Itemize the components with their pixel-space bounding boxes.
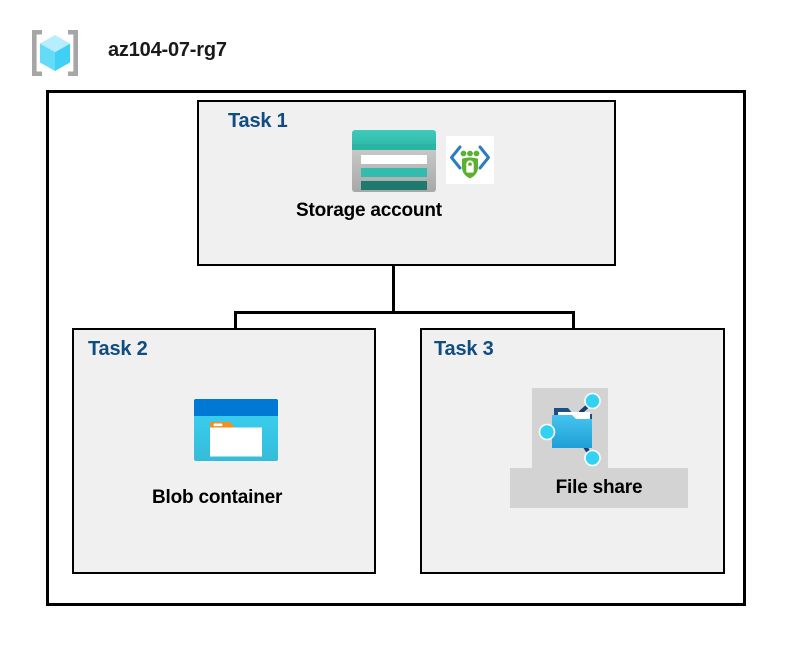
resource-group-header: az104-07-rg7 (28, 26, 368, 82)
file-share-icon (534, 390, 606, 468)
connector-storage-stem (392, 230, 395, 314)
storage-account-icon (350, 126, 438, 194)
blob-container-caption: Blob container (152, 487, 283, 508)
secure-endpoint-shield-icon (446, 136, 494, 184)
task-1-label: Task 1 (228, 110, 288, 132)
task-3-label: Task 3 (434, 338, 494, 360)
storage-account-caption: Storage account (296, 200, 442, 221)
connector-horizontal-bar (234, 311, 575, 314)
file-share-caption: File share (510, 468, 688, 508)
blob-container-icon (192, 396, 280, 464)
resource-group-name: az104-07-rg7 (108, 39, 227, 61)
task-2-label: Task 2 (88, 338, 148, 360)
resource-group-cube-icon (28, 26, 82, 80)
